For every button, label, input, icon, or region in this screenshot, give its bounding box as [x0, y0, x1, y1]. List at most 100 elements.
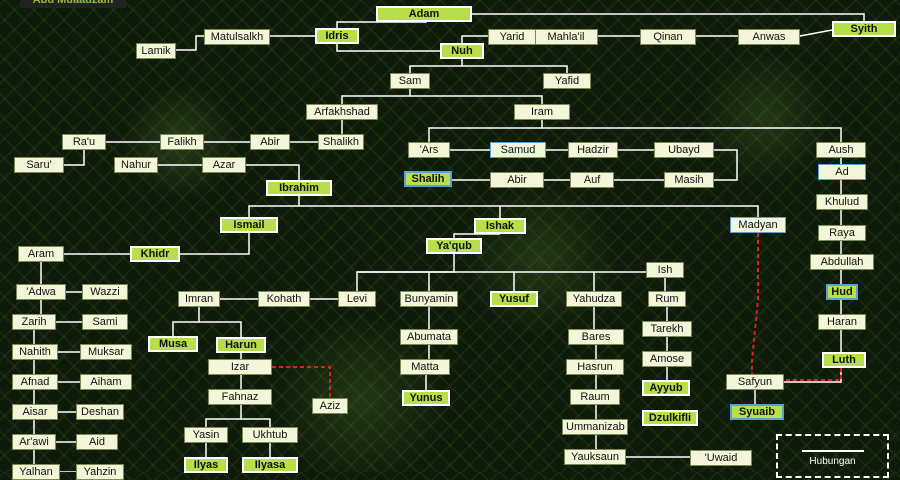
person-node-hud: Hud: [826, 284, 858, 300]
person-node-yauksaun: Yauksaun: [564, 449, 626, 465]
person-node-sami: Sami: [82, 314, 128, 330]
person-node-ayyub: Ayyub: [642, 380, 690, 396]
person-node-ilyasa: Ilyasa: [242, 457, 298, 473]
person-node-azar: Azar: [202, 157, 246, 173]
person-node-ish: Ish: [646, 262, 684, 278]
person-node-hasrun: Hasrun: [566, 359, 624, 375]
lineage-line: [357, 262, 666, 273]
person-node-rum: Rum: [648, 291, 686, 307]
site-logo: Abu Muaadzam: [20, 0, 126, 8]
person-node-masih: Masih: [664, 172, 714, 188]
person-node-arfakhshad: Arfakhshad: [306, 104, 378, 120]
person-node-madyan: Madyan: [730, 217, 786, 233]
person-node-ummanizab: Ummanizab: [562, 419, 628, 435]
person-node-adwa: 'Adwa: [16, 284, 66, 300]
person-node-qinan: Qinan: [640, 29, 696, 45]
person-node-abumata: Abumata: [400, 329, 458, 345]
person-node-arawi: Ar'awi: [12, 434, 56, 450]
lineage-line: [180, 233, 250, 255]
person-node-haran: Haran: [818, 314, 866, 330]
lineage-line: [64, 150, 85, 166]
person-node-ismail: Ismail: [220, 217, 278, 233]
lineage-line: [341, 89, 411, 104]
person-node-aziz: Aziz: [312, 398, 348, 414]
person-node-amose: Amose: [642, 351, 692, 367]
lineage-line: [428, 120, 543, 142]
person-node-raya: Raya: [818, 225, 866, 241]
lineage-line: [199, 321, 242, 337]
person-node-nahur: Nahur: [114, 157, 158, 173]
lineage-line: [409, 59, 463, 73]
person-node-yunus: Yunus: [402, 390, 450, 406]
lineage-line: [472, 13, 865, 21]
person-node-luth: Luth: [822, 352, 866, 368]
person-node-aram: Aram: [18, 246, 64, 262]
person-node-fahnaz: Fahnaz: [208, 389, 272, 405]
person-node-tarekh: Tarekh: [642, 321, 692, 337]
legend-label: Hubungan: [809, 456, 856, 467]
lineage-line: [462, 65, 568, 73]
person-node-ad: Ad: [818, 164, 866, 180]
person-node-matta: Matta: [400, 359, 450, 375]
lineage-line: [299, 205, 759, 217]
person-node-iram: Iram: [514, 104, 570, 120]
person-node-syuaib: Syuaib: [730, 404, 784, 420]
person-node-safyun: Safyun: [726, 374, 784, 390]
lineage-line: [714, 149, 738, 181]
lineage-line: [453, 233, 500, 238]
person-node-yasin: Yasin: [184, 427, 228, 443]
person-node-yafid: Yafid: [543, 73, 591, 89]
person-node-izar: Izar: [208, 359, 272, 375]
person-node-shalikh: Shalikh: [318, 134, 364, 150]
person-node-ibrahim: Ibrahim: [266, 180, 332, 196]
person-node-dzulkifli: Dzulkifli: [642, 410, 698, 426]
person-node-adam: Adam: [376, 6, 472, 22]
person-node-yaqub: Ya'qub: [426, 238, 482, 254]
lineage-line: [336, 44, 440, 52]
person-node-aiham: Aiham: [80, 374, 132, 390]
lineage-line: [248, 196, 300, 217]
person-node-yusuf: Yusuf: [490, 291, 538, 307]
person-node-samud: Samud: [490, 142, 546, 158]
relation-line: [784, 368, 842, 381]
person-node-yalhan: Yalhan: [12, 464, 60, 480]
person-node-aid: Aid: [76, 434, 118, 450]
person-node-musa: Musa: [148, 336, 198, 352]
person-node-falikh: Falikh: [160, 134, 204, 150]
lineage-line: [784, 368, 842, 383]
lineage-line: [241, 418, 271, 427]
legend-line-sample: [801, 450, 864, 452]
person-node-yahzin: Yahzin: [76, 464, 124, 480]
person-node-bares: Bares: [568, 329, 624, 345]
person-node-hadzir: Hadzir: [568, 142, 618, 158]
person-node-imran: Imran: [178, 291, 220, 307]
person-node-mahlail: Mahla'il: [534, 29, 598, 45]
relation-line: [272, 366, 331, 398]
person-node-nuh: Nuh: [440, 43, 484, 59]
person-node-sam: Sam: [390, 73, 430, 89]
person-node-ars: 'Ars: [408, 142, 450, 158]
person-node-khidr: Khidr: [130, 246, 180, 262]
person-node-aush: Aush: [816, 142, 866, 158]
person-node-ishak: Ishak: [474, 218, 526, 234]
person-node-afnad: Afnad: [12, 374, 58, 390]
lineage-line: [205, 405, 242, 427]
person-node-anwas: Anwas: [738, 29, 800, 45]
legend-box: Hubungan: [776, 434, 889, 478]
person-node-syith: Syith: [832, 21, 896, 37]
lineage-line: [172, 307, 200, 336]
relation-line: [751, 233, 759, 374]
person-node-deshan: Deshan: [76, 404, 124, 420]
person-node-zarih: Zarih: [12, 314, 56, 330]
person-node-yarid: Yarid: [488, 29, 536, 45]
lineage-line: [410, 95, 543, 104]
person-node-raum: Raum: [570, 389, 620, 405]
person-node-nahith: Nahith: [12, 344, 58, 360]
lineage-line: [799, 29, 833, 37]
person-node-kohath: Kohath: [258, 291, 310, 307]
person-node-shalih: Shalih: [404, 171, 452, 187]
person-node-khulud: Khulud: [816, 194, 868, 210]
person-node-wazzi: Wazzi: [82, 284, 128, 300]
person-node-yahudza: Yahudza: [566, 291, 622, 307]
person-node-abir2: Abir: [490, 172, 544, 188]
